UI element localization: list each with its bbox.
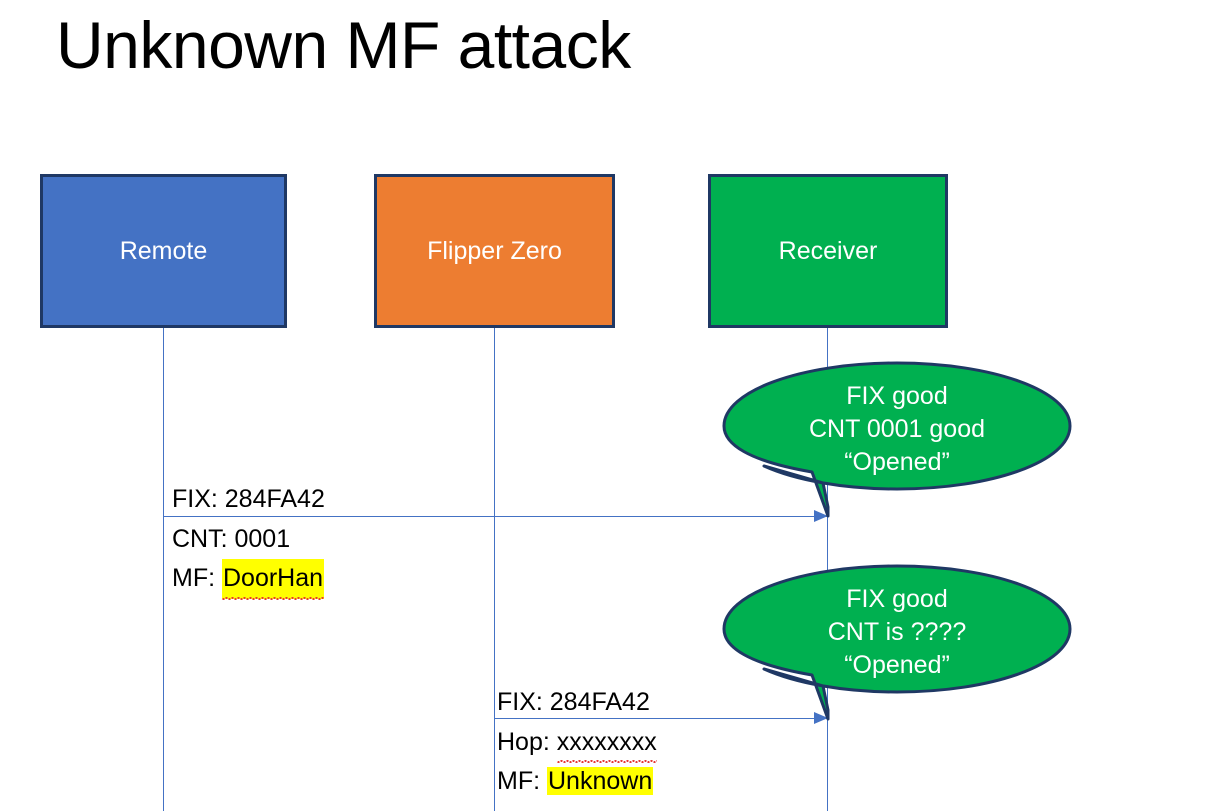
speech-bubble-1[interactable]: FIX good CNT 0001 good “Opened” [722, 361, 1072, 518]
message-2-mf-value: Unknown [547, 767, 654, 795]
actor-box-flipper[interactable]: Flipper Zero [374, 174, 615, 328]
message-label-2: FIX: 284FA42 Hop: xxxxxxxx MF: Unknown [497, 683, 657, 802]
speech-bubble-2[interactable]: FIX good CNT is ???? “Opened” [722, 564, 1072, 721]
message-1-line-cnt: CNT: 0001 [172, 524, 291, 553]
message-1-mf-value: DoorHan [222, 559, 325, 599]
speech-bubble-2-shape [722, 564, 1072, 721]
actor-label-flipper: Flipper Zero [427, 236, 562, 265]
message-1-line-fix: FIX: 284FA42 [172, 485, 325, 513]
message-2-line-hop: Hop: xxxxxxxx [497, 723, 657, 763]
speech-bubble-1-shape [722, 361, 1072, 518]
message-1-line-mf: MF: DoorHan [172, 559, 325, 599]
message-1-mf-label: MF: [172, 564, 222, 592]
message-arrow-flipper-to-receiver [494, 712, 828, 724]
message-2-line-mf: MF: Unknown [497, 762, 657, 802]
message-2-hop-label: Hop: [497, 727, 557, 756]
actor-box-remote[interactable]: Remote [40, 174, 287, 328]
message-2-line-fix: FIX: 284FA42 [497, 688, 650, 716]
actor-label-receiver: Receiver [778, 236, 878, 265]
actor-box-receiver[interactable]: Receiver [708, 174, 948, 328]
lifeline-flipper [494, 328, 495, 811]
lifeline-receiver [827, 328, 828, 811]
message-arrow-remote-to-receiver [163, 510, 828, 522]
lifeline-remote [163, 328, 164, 811]
message-2-hop-value: xxxxxxxx [556, 723, 657, 763]
page-title: Unknown MF attack [56, 8, 631, 82]
actor-label-remote: Remote [119, 236, 208, 265]
message-2-mf-label: MF: [497, 767, 547, 795]
message-label-1: FIX: 284FA42 CNT: 0001 MF: DoorHan [172, 480, 325, 599]
